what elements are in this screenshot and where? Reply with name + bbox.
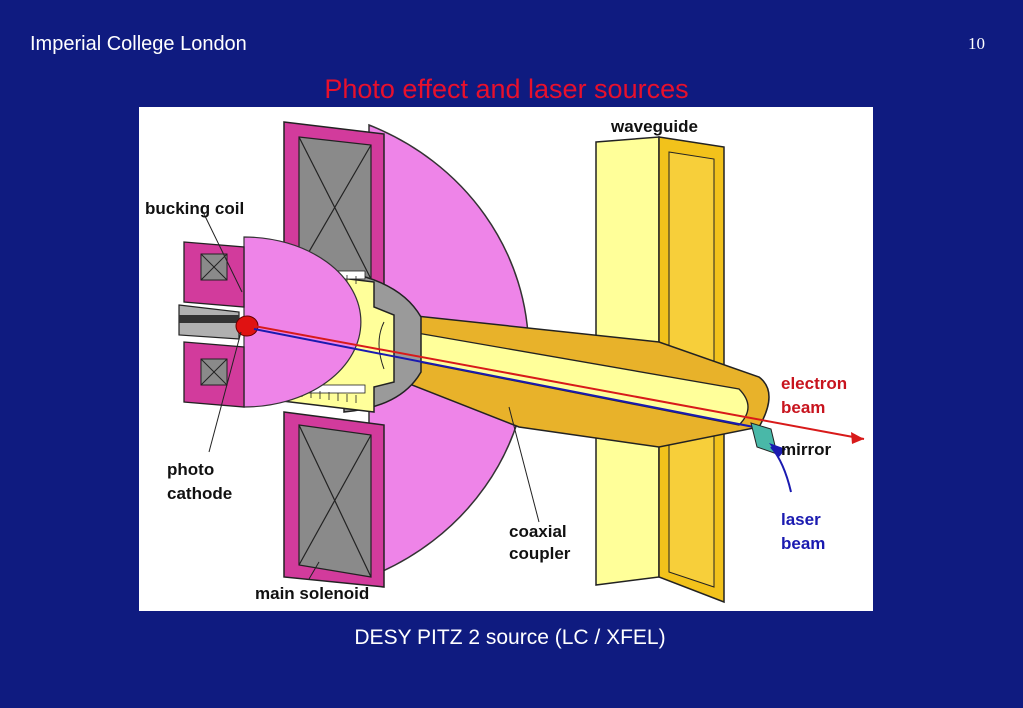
label-mirror: mirror [781, 440, 831, 459]
laser-input-arrow [770, 446, 792, 493]
label-main-solenoid: main solenoid [255, 584, 369, 603]
bucking-coil-ring [243, 236, 362, 408]
label-waveguide: waveguide [610, 117, 698, 136]
label-coaxial-1: coaxial [509, 522, 567, 541]
laser-beam-path [253, 328, 765, 430]
label-laser-beam-2: beam [781, 534, 825, 553]
label-photo-cathode-1: photo [167, 460, 214, 479]
label-electron-beam-2: beam [781, 398, 825, 417]
label-photo-cathode-2: cathode [167, 484, 232, 503]
slide-title: Photo effect and laser sources [324, 74, 689, 104]
figure-caption: DESY PITZ 2 source (LC / XFEL) [354, 626, 666, 649]
label-bucking-coil: bucking coil [145, 199, 244, 218]
page-number: 10 [968, 34, 985, 53]
label-electron-beam-1: electron [781, 374, 847, 393]
pitz-gun-diagram: waveguide bucking coil photo cathode mai… [139, 107, 873, 611]
institution-header: Imperial College London [30, 33, 247, 55]
label-coaxial-2: coupler [509, 544, 571, 563]
label-laser-beam-1: laser [781, 510, 821, 529]
electron-beam [253, 325, 865, 440]
